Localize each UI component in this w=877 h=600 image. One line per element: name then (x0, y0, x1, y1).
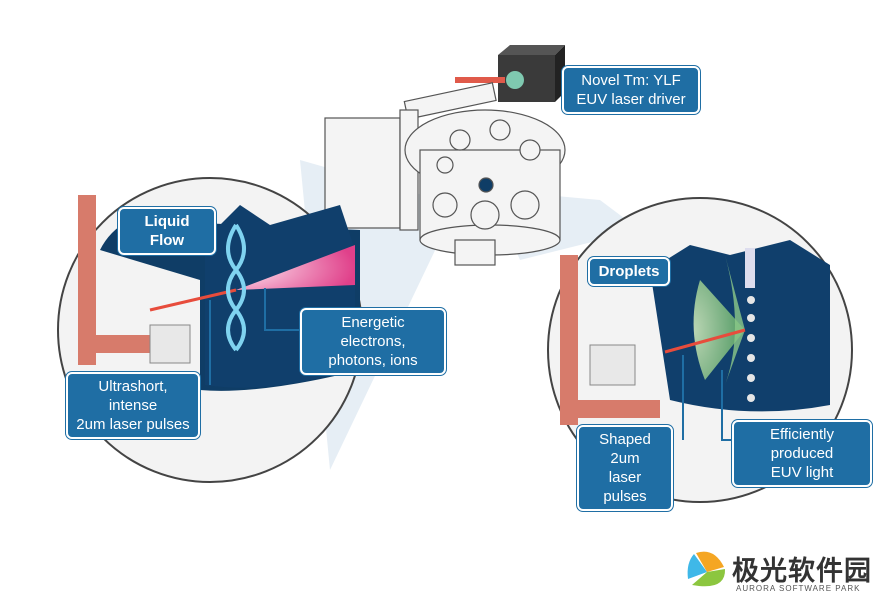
label-line: Efficiently produced (770, 426, 834, 462)
label-line: Ultrashort, intense (98, 378, 168, 414)
label-line: Novel Tm: YLF (581, 72, 681, 89)
liquid-flow-label: Liquid Flow (118, 207, 216, 255)
label-line: EUV laser driver (576, 91, 686, 108)
label-line: 2um laser pulses (76, 416, 190, 433)
ultrashort-label: Ultrashort, intense 2um laser pulses (66, 372, 200, 439)
shaped-pulses-label: Shaped 2um laser pulses (577, 425, 673, 511)
label-line: Shaped 2um (599, 431, 651, 467)
droplets-label: Droplets (588, 257, 670, 286)
logo-icon (687, 551, 726, 587)
energetic-label: Energetic electrons, photons, ions (300, 308, 446, 375)
label-line: laser pulses (603, 469, 647, 505)
label-line: Energetic electrons, (340, 314, 406, 350)
euv-light-label: Efficiently produced EUV light (732, 420, 872, 487)
central-machine (324, 82, 566, 266)
label-line: EUV light (770, 464, 834, 481)
logo-text-en: AURORA SOFTWARE PARK (736, 584, 861, 593)
laser-driver-box (455, 45, 565, 102)
laser-driver-label: Novel Tm: YLF EUV laser driver (562, 66, 700, 114)
label-line: photons, ions (328, 352, 418, 369)
watermark-logo: 极光软件园 AURORA SOFTWARE PARK (682, 545, 872, 597)
logo-text-cn: 极光软件园 (732, 556, 872, 586)
